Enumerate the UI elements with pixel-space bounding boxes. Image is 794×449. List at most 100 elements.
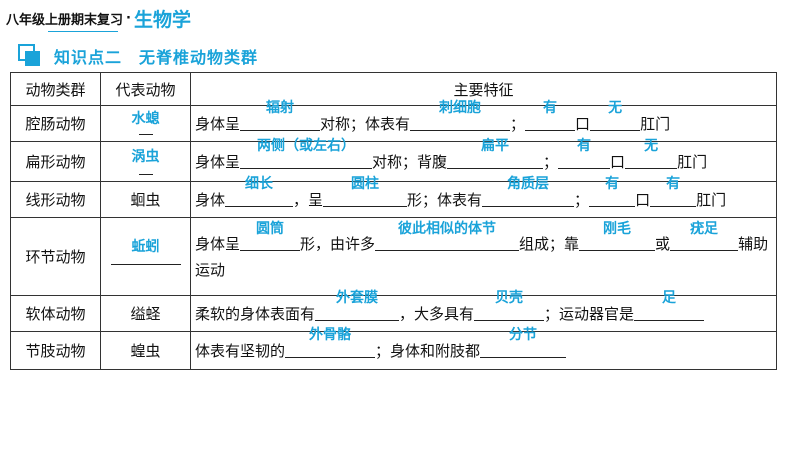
feature-text: 形；体表有 (407, 190, 483, 209)
feature-cell: 身体细长，呈圆柱形；体表有角质层；有口有肛门 (190, 176, 777, 218)
answer-blank: 圆柱 (323, 176, 408, 207)
answer-blank: 彼此相似的体节 (375, 221, 520, 251)
feature-text: ； (574, 190, 590, 209)
answer-text: 刺细胞 (439, 99, 482, 116)
feature-text: ，呈 (293, 190, 324, 209)
answer-text: 有 (666, 175, 681, 192)
answer-blank: 外骨骼 (285, 327, 376, 358)
feature-text: 肛门 (640, 114, 671, 133)
feature-text: 形，由许多 (300, 234, 376, 253)
feature-cell: 身体呈 辐射对称；体表有 刺细胞 ； 有口无肛门 (190, 100, 777, 142)
answer-blank: 外套膜 (315, 290, 400, 321)
table-row: 环节动物 蚯蚓 身体呈圆筒形，由许多 彼此相似的体节组成；靠 刚毛或 疣足辅助运动 (10, 217, 777, 296)
answer-text: 彼此相似的体节 (398, 220, 497, 237)
answer-blank: 圆筒 (240, 221, 301, 251)
feature-text: 柔软的身体表面有 (195, 304, 316, 323)
answer-text: 有 (605, 175, 620, 192)
feature-text: 肛门 (677, 152, 708, 171)
group-name: 线形动物 (10, 181, 101, 218)
page-header: 八年级上册期末复习 · 生物学 (6, 6, 191, 31)
feature-text: 对称；体表有 (320, 114, 411, 133)
answer-blank: 分节 (480, 327, 567, 358)
answer-text: 两侧（或左右） (257, 137, 356, 154)
rep-animal: 缢蛏 (100, 295, 191, 332)
rep-animal: 蚯蚓 (100, 217, 191, 296)
rep-animal: 蛔虫 (100, 181, 191, 218)
subject-title: 生物学 (133, 8, 191, 31)
answer-text: 刚毛 (603, 220, 632, 237)
feature-text: ； (510, 114, 526, 133)
table-row: 腔肠动物 水螅 身体呈 辐射对称；体表有 刺细胞 ； 有口无肛门 (10, 100, 777, 142)
feature-text: ； (543, 152, 559, 171)
answer-blank: 无 (625, 138, 678, 169)
col-header-rep: 代表动物 (100, 72, 191, 106)
feature-text: 对称；背腹 (372, 152, 448, 171)
feature-text: 身体 (195, 190, 226, 209)
answer-text: 无 (644, 137, 659, 154)
answer-blank: 有 (589, 176, 636, 207)
answer-blank: 贝壳 (474, 290, 545, 321)
group-name: 环节动物 (10, 217, 101, 296)
feature-text: ；身体和附肢都 (375, 341, 481, 360)
feature-text: 身体呈 (195, 152, 241, 171)
answer-blank: 足 (634, 290, 705, 321)
col-header-group: 动物类群 (10, 72, 101, 106)
answer-blank: 辐射 (240, 100, 321, 131)
rep-answer: 蚯蚓 (131, 239, 160, 255)
table-row: 节肢动物 蝗虫 体表有坚韧的 外骨骼 ；身体和附肢都 分节 (10, 327, 777, 370)
feature-cell: 柔软的身体表面有 外套膜 ，大多具有 贝壳 ；运动器官是 足 (190, 290, 777, 332)
feature-cell: 体表有坚韧的 外骨骼 ；身体和附肢都 分节 (190, 327, 777, 370)
answer-blank: 刚毛 (579, 221, 656, 251)
table-row: 线形动物 蛔虫 身体细长，呈圆柱形；体表有角质层；有口有肛门 (10, 176, 777, 218)
group-name: 节肢动物 (10, 331, 101, 370)
answer-text: 辐射 (266, 99, 295, 116)
feature-text: 辅助运动 (195, 234, 769, 279)
feature-text: 身体呈 (195, 114, 241, 133)
feature-text: 肛门 (696, 190, 727, 209)
rep-animal: 水螅 (100, 105, 191, 142)
feature-text: ；运动器官是 (544, 304, 635, 323)
header-dot: · (126, 10, 131, 26)
answer-text: 外骨骼 (309, 326, 352, 343)
feature-text: 口 (575, 114, 591, 133)
feature-text: 或 (655, 234, 671, 253)
section-square-icon (18, 44, 42, 68)
course-label: 八年级上册期末复习 (6, 12, 124, 28)
answer-text: 细长 (245, 175, 274, 192)
answer-text: 角质层 (507, 175, 550, 192)
answer-blank: 两侧（或左右） (240, 138, 373, 169)
answer-blank: 扁平 (447, 138, 544, 169)
answer-text: 贝壳 (495, 289, 524, 306)
group-name: 扁形动物 (10, 141, 101, 182)
col-header-features: 主要特征 (190, 72, 777, 106)
answer-blank: 无 (590, 100, 641, 131)
answer-blank: 有 (525, 100, 576, 131)
answer-text: 有 (543, 99, 558, 116)
rep-underline (139, 174, 153, 175)
answer-text: 分节 (509, 326, 538, 343)
answer-text: 圆柱 (351, 175, 380, 192)
invertebrate-table: 动物类群 代表动物 主要特征 腔肠动物 水螅 身体呈辐射对称；体表有刺细胞；有口… (10, 72, 777, 370)
feature-text: 身体呈 (195, 234, 241, 253)
section-title: 知识点二 无脊椎动物类群 (54, 48, 259, 67)
answer-blank: 细长 (225, 176, 294, 207)
feature-text: ，大多具有 (399, 304, 475, 323)
answer-text: 圆筒 (256, 220, 285, 237)
feature-text: 口 (610, 152, 626, 171)
answer-text: 足 (662, 289, 677, 306)
table-row: 扁形动物 涡虫 身体呈两侧（或左右）对称；背腹扁平；有口无肛门 (10, 138, 777, 182)
rep-blank: 蚯蚓 (110, 239, 181, 265)
answer-blank: 角质层 (482, 176, 575, 207)
answer-blank: 有 (558, 138, 611, 169)
rep-underline (139, 134, 153, 135)
table-header-row: 动物类群 代表动物 主要特征 (10, 72, 777, 106)
answer-blank: 刺细胞 (410, 100, 511, 131)
answer-text: 外套膜 (336, 289, 379, 306)
rep-animal: 蝗虫 (100, 331, 191, 370)
header-divider (48, 31, 118, 32)
section-heading: 知识点二 无脊椎动物类群 (18, 42, 258, 70)
answer-text: 疣足 (690, 220, 719, 237)
feature-text: 组成；靠 (519, 234, 580, 253)
feature-text: 体表有坚韧的 (195, 341, 286, 360)
group-name: 腔肠动物 (10, 105, 101, 142)
